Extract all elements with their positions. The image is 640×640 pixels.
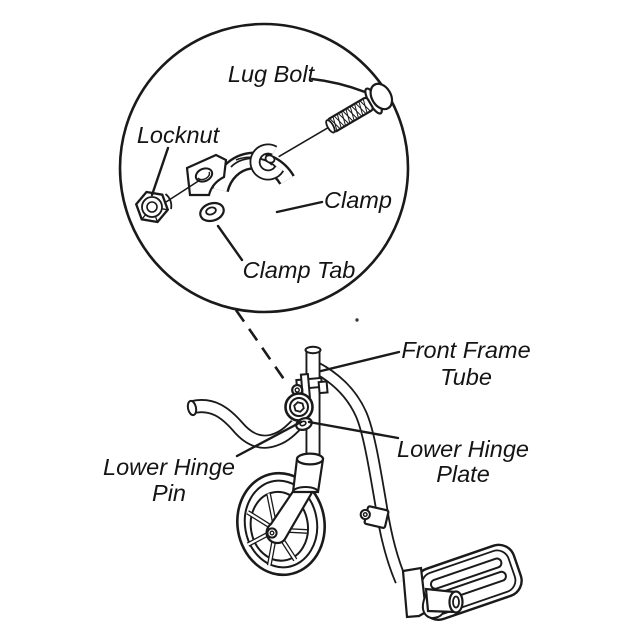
bolt-axis-line-left <box>165 179 201 203</box>
tube-collar-clamp <box>359 505 390 529</box>
label-lower-hinge-pin-line2: Pin <box>152 480 186 506</box>
label-clamp: Clamp <box>324 187 392 213</box>
locknut-drawing <box>134 190 173 224</box>
label-lug-bolt: Lug Bolt <box>228 61 316 87</box>
clamp-detail-view: Lug Bolt Locknut Clamp Clamp Tab <box>134 61 394 283</box>
bolt-axis-line-right <box>278 126 330 158</box>
leader-front-frame-tube <box>319 350 401 373</box>
lug-bolt-drawing <box>278 82 394 158</box>
label-front-frame-tube-line1: Front Frame <box>401 337 530 363</box>
lower-hinge-pin-drawing <box>284 392 314 422</box>
leader-locknut <box>150 146 170 197</box>
hanger-arm-tube <box>186 399 301 449</box>
footplate-bracket <box>401 566 464 619</box>
axle-bolt <box>266 527 278 539</box>
lug-hole <box>194 167 214 183</box>
label-lower-hinge-pin-line1: Lower Hinge <box>103 454 235 480</box>
footplate-slot <box>429 557 503 590</box>
dashed-connector-line <box>234 309 290 386</box>
caster-barrel <box>291 452 325 494</box>
wheel-rim <box>249 490 309 562</box>
leader-clamp-tab <box>216 224 244 262</box>
label-lower-hinge-plate-line1: Lower Hinge <box>397 436 529 462</box>
clamp-drawing <box>185 143 295 197</box>
leader-lower-hinge-pin <box>235 420 303 458</box>
tire-inner <box>243 479 319 569</box>
caster-fork <box>265 485 316 545</box>
clamp-tab-drawing <box>199 201 225 223</box>
label-clamp-tab: Clamp Tab <box>243 257 356 283</box>
label-locknut: Locknut <box>137 122 221 148</box>
leader-lower-hinge-plate <box>307 420 400 440</box>
lower-hinge-plate-drawing <box>295 417 313 431</box>
bolt-knurl-texture <box>329 99 371 131</box>
label-front-frame-tube-line2: Tube <box>440 364 492 390</box>
wheelchair-front-assembly: Front Frame Tube Lower Hinge Plate Lower… <box>103 337 531 621</box>
artifact-dot <box>355 318 359 322</box>
leader-lug-bolt <box>310 77 367 94</box>
front-frame-tube-drawing <box>311 361 408 584</box>
leader-clamp <box>275 200 324 214</box>
label-lower-hinge-plate-line2: Plate <box>436 461 490 487</box>
installed-clamp-bracket <box>291 372 329 399</box>
